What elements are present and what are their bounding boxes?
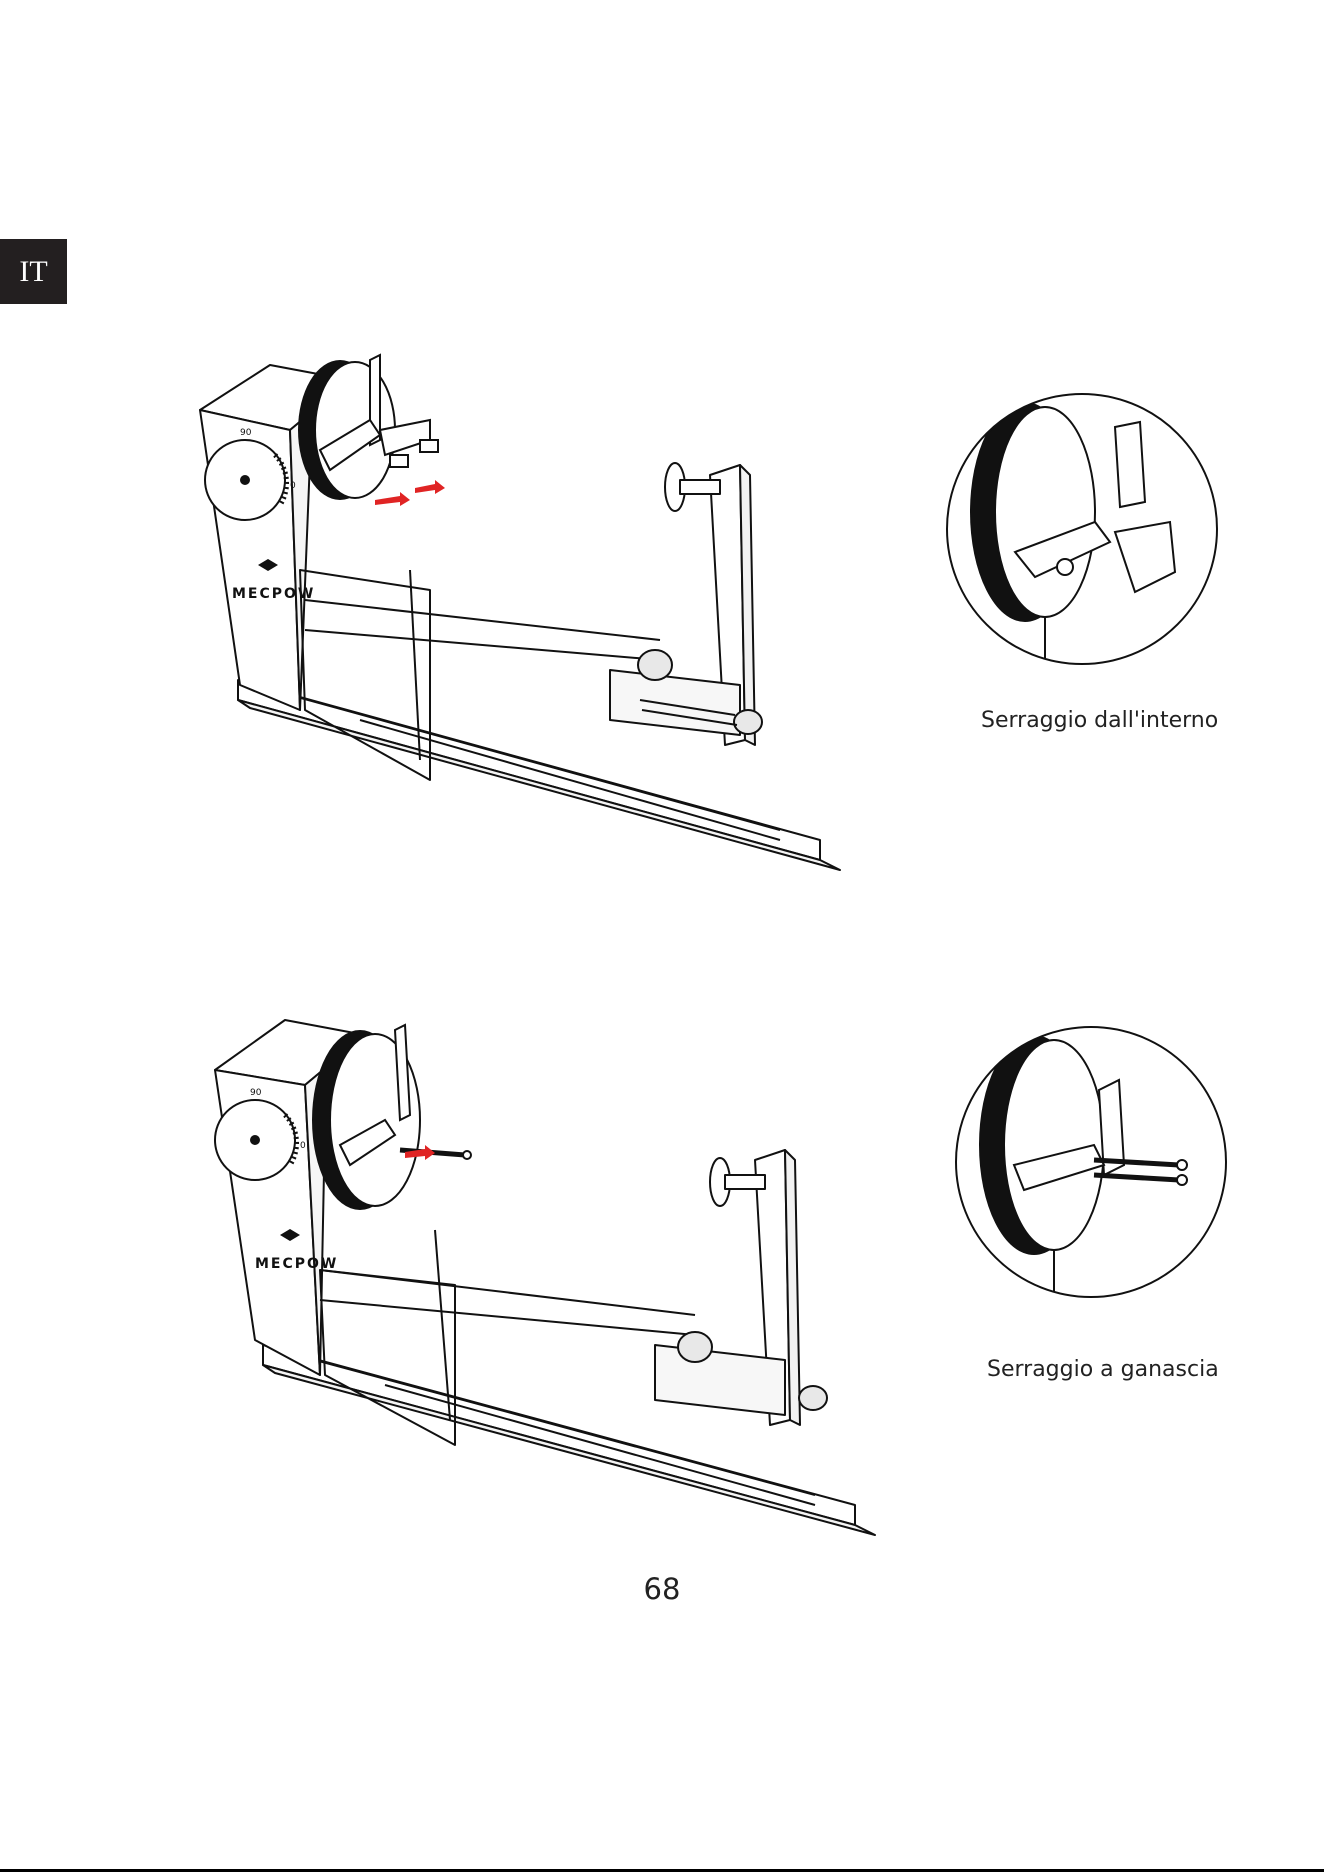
page-number: 68	[0, 1572, 1324, 1606]
dial-mark-90: 90	[250, 1088, 262, 1098]
dial-mark-90: 90	[240, 428, 252, 438]
dial-mark-0: 0	[300, 1141, 306, 1151]
detail-inset-1	[945, 392, 1225, 672]
brand-logo: MECPOW	[232, 586, 315, 602]
rotary-chuck-figure-2: 90 0 MECPOW	[195, 1000, 975, 1540]
language-tab-label: IT	[19, 255, 47, 289]
detail-inset-2	[954, 1025, 1234, 1305]
dial-mark-0: 0	[290, 481, 296, 491]
brand-logo: MECPOW	[255, 1256, 338, 1272]
red-arrow	[375, 480, 445, 506]
rotary-chuck-figure-1: 90 0 MECPOW	[180, 340, 930, 880]
caption-jaw-clamping: Serraggio a ganascia	[987, 1357, 1219, 1382]
language-tab: IT	[0, 239, 67, 304]
caption-internal-clamping: Serraggio dall'interno	[981, 708, 1218, 733]
